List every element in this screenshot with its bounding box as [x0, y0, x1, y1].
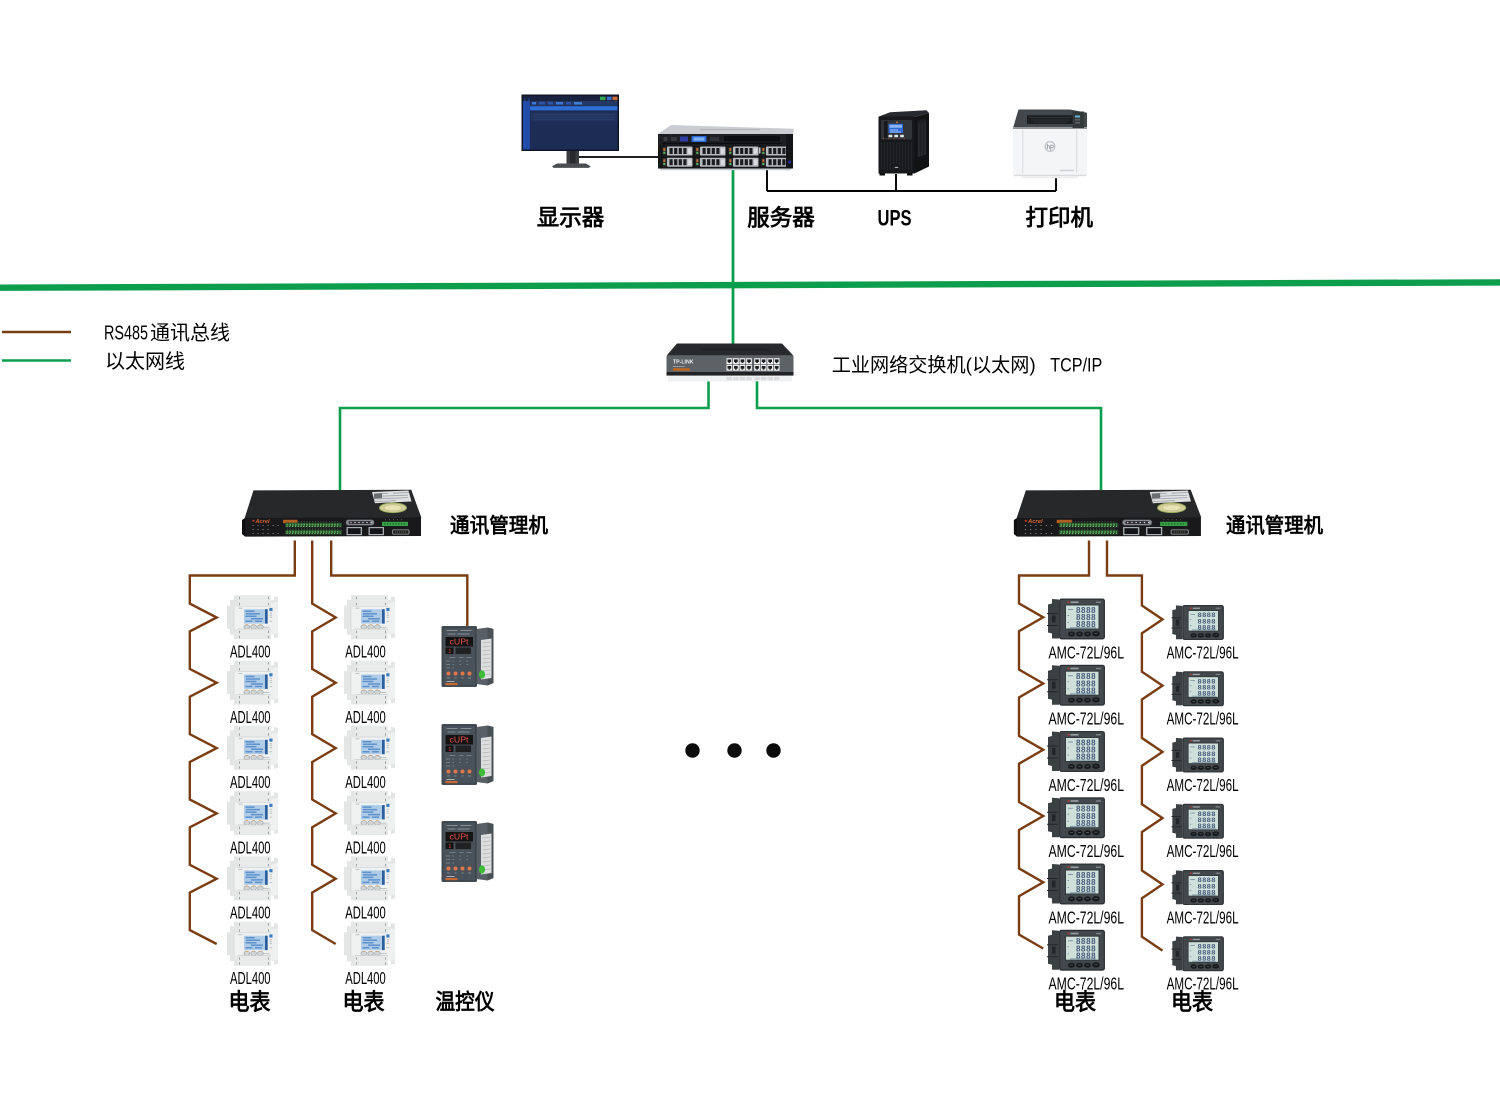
svg-text:ADL400: ADL400: [230, 642, 271, 662]
svg-text:ADL400: ADL400: [230, 837, 271, 857]
svg-text:电表: 电表: [229, 989, 272, 1015]
svg-text:电表: 电表: [343, 989, 386, 1015]
svg-text:ADL400: ADL400: [345, 968, 386, 988]
svg-text:TCP/IP: TCP/IP: [1050, 355, 1102, 377]
svg-text:工业网络交换机(以太网): 工业网络交换机(以太网): [832, 355, 1036, 377]
svg-text:电表: 电表: [1171, 989, 1214, 1015]
svg-text:以太网线: 以太网线: [105, 350, 185, 373]
svg-text:ADL400: ADL400: [345, 642, 386, 662]
svg-text:AMC-72L/96L: AMC-72L/96L: [1049, 907, 1125, 927]
svg-text:电表: 电表: [1054, 989, 1097, 1015]
svg-text:TP-LINK: TP-LINK: [673, 360, 694, 366]
svg-text:ADL400: ADL400: [345, 837, 386, 857]
svg-text:通讯总线: 通讯总线: [150, 322, 230, 345]
svg-text:ADL400: ADL400: [345, 707, 386, 727]
svg-text:ADL400: ADL400: [345, 772, 386, 792]
svg-text:AMC-72L/96L: AMC-72L/96L: [1049, 643, 1125, 663]
svg-text:ADL400: ADL400: [230, 903, 271, 923]
svg-text:AMC-72L/96L: AMC-72L/96L: [1167, 643, 1239, 663]
svg-text:通讯管理机: 通讯管理机: [450, 514, 548, 538]
svg-text:AMC-72L/96L: AMC-72L/96L: [1049, 841, 1125, 861]
svg-text:AMC-72L/96L: AMC-72L/96L: [1049, 709, 1125, 729]
svg-text:AMC-72L/96L: AMC-72L/96L: [1167, 709, 1239, 729]
svg-text:ADL400: ADL400: [230, 772, 271, 792]
svg-text:打印机: 打印机: [1026, 206, 1094, 231]
svg-text:AMC-72L/96L: AMC-72L/96L: [1167, 974, 1239, 994]
svg-text:AMC-72L/96L: AMC-72L/96L: [1167, 907, 1239, 927]
svg-text:AMC-72L/96L: AMC-72L/96L: [1049, 974, 1125, 994]
svg-text:RS485: RS485: [104, 323, 148, 345]
svg-text:AMC-72L/96L: AMC-72L/96L: [1167, 775, 1239, 795]
svg-text:ADL400: ADL400: [345, 903, 386, 923]
svg-text:温控仪: 温控仪: [436, 990, 496, 1015]
svg-text:ADL400: ADL400: [230, 707, 271, 727]
svg-text:AMC-72L/96L: AMC-72L/96L: [1167, 841, 1239, 861]
svg-text:AMC-72L/96L: AMC-72L/96L: [1049, 775, 1125, 795]
svg-text:服务器: 服务器: [747, 206, 815, 231]
svg-text:通讯管理机: 通讯管理机: [1226, 514, 1323, 538]
svg-text:显示器: 显示器: [537, 206, 605, 231]
svg-text:ADL400: ADL400: [230, 968, 271, 988]
svg-text:UPS: UPS: [878, 206, 912, 231]
